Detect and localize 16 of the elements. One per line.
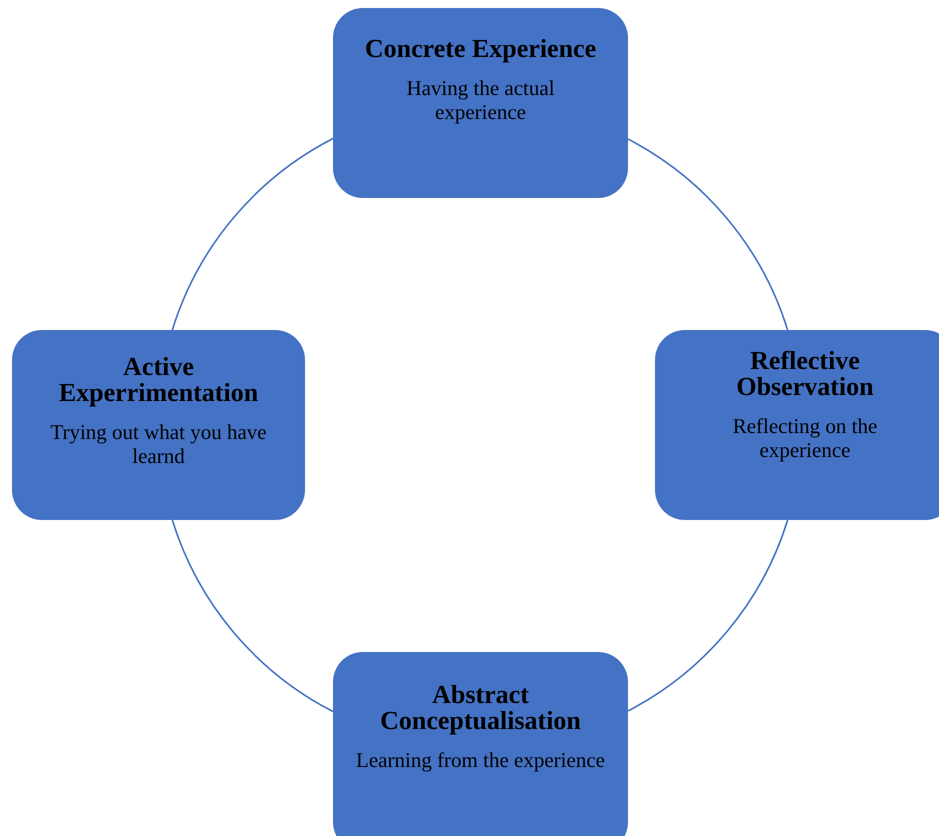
stage-box xyxy=(333,8,628,198)
stage-description: Reflecting on the experience xyxy=(732,414,878,462)
stage-description: Learning from the experience xyxy=(356,748,605,772)
stage-box xyxy=(333,652,628,836)
stage-box xyxy=(655,330,939,520)
stage-box xyxy=(12,330,305,520)
stage-title: Active Experrimentation xyxy=(58,354,260,406)
cycle-arc xyxy=(172,520,334,712)
stage-title: Reflective Observation xyxy=(735,348,875,400)
cycle-arc xyxy=(628,520,788,712)
cycle-arc xyxy=(628,138,788,330)
stage-title: Abstract Conceptualisation xyxy=(379,682,582,734)
stage-description: Having the actual experience xyxy=(405,76,556,124)
cycle-arc xyxy=(172,138,334,330)
stage-title: Concrete Experience xyxy=(364,36,596,62)
stage-description: Trying out what you have learnd xyxy=(49,420,268,468)
